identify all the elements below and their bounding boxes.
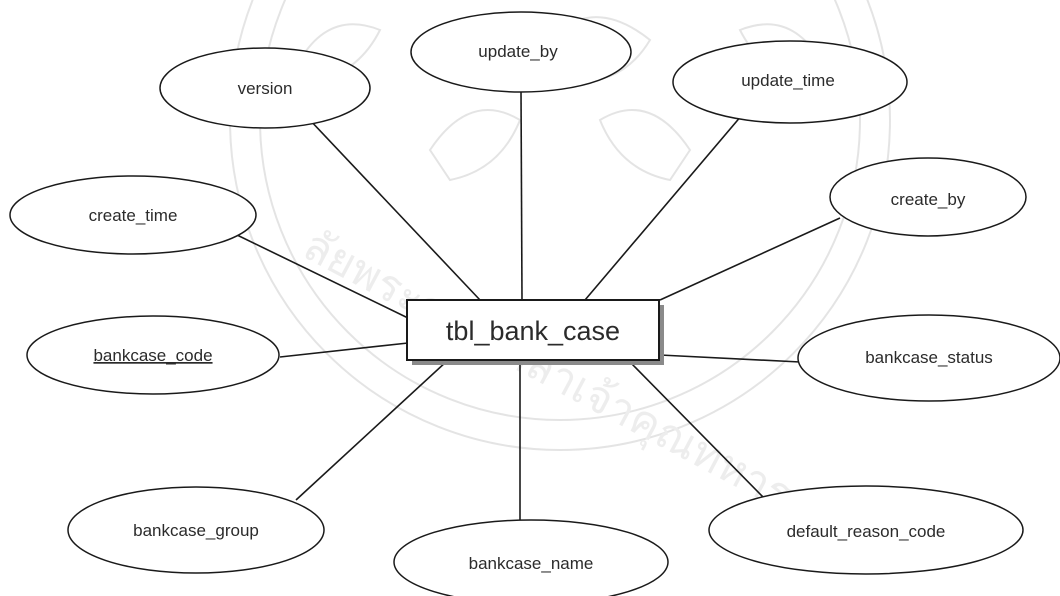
attribute-bankcase-name: bankcase_name	[393, 519, 669, 596]
edge-version	[307, 117, 481, 301]
attribute-label: update_time	[741, 71, 835, 90]
attribute-label: default_reason_code	[787, 522, 946, 541]
attribute-label: bankcase_group	[133, 521, 259, 540]
edge-update-time	[584, 114, 743, 301]
entity-label: tbl_bank_case	[446, 316, 620, 346]
attribute-bankcase-group: bankcase_group	[67, 486, 325, 574]
attribute-label: bankcase_name	[469, 554, 594, 573]
attribute-label: create_by	[891, 190, 966, 209]
attribute-label: create_time	[89, 206, 178, 225]
primary-key-label: bankcase_code	[93, 346, 212, 365]
attribute-version: version	[159, 47, 371, 129]
attribute-default-reason-code: default_reason_code	[708, 485, 1024, 575]
edge-create-by	[659, 217, 841, 301]
entity-tbl-bank-case: tbl_bank_case	[406, 299, 664, 365]
attribute-update-by: update_by	[410, 11, 632, 93]
relationship-lines	[234, 89, 841, 524]
edge-bankcase-status	[659, 354, 801, 363]
attribute-label: version	[238, 79, 293, 98]
attribute-bankcase-code: bankcase_code	[26, 315, 280, 395]
attribute-label: update_by	[478, 42, 558, 61]
attribute-create-by: create_by	[829, 157, 1027, 237]
edge-create-time	[234, 233, 409, 319]
attribute-update-time: update_time	[672, 40, 908, 124]
attribute-create-time: create_time	[9, 175, 257, 255]
edge-bankcase-code	[279, 342, 409, 358]
edge-default-reason-code	[629, 361, 767, 501]
attribute-label: bankcase_status	[865, 348, 993, 367]
edge-bankcase-group	[295, 360, 448, 501]
attribute-bankcase-status: bankcase_status	[797, 314, 1060, 402]
edge-update-by	[520, 89, 523, 301]
